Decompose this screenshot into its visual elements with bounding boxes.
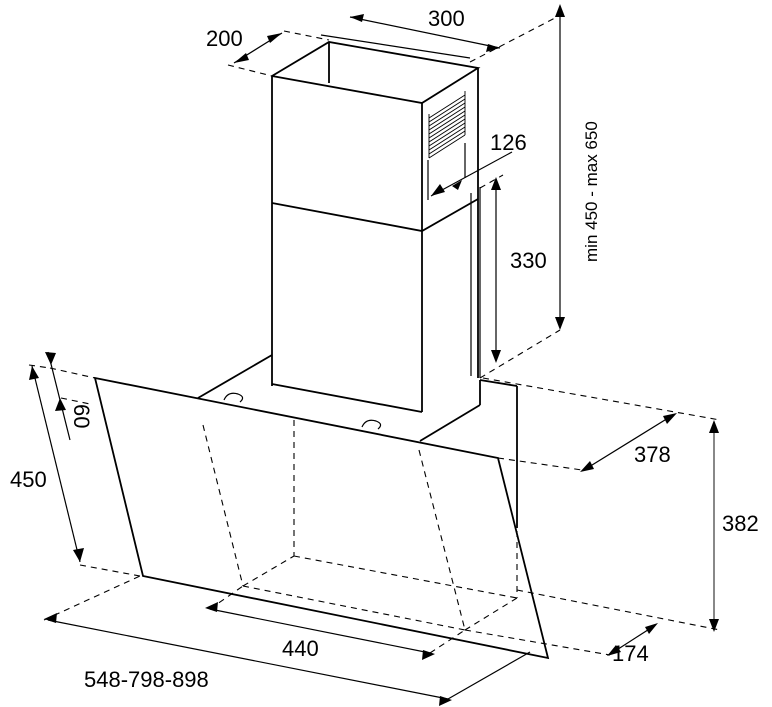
label-200: 200	[206, 26, 243, 51]
label-378: 378	[634, 442, 671, 467]
dimension-chimney-width: 300	[320, 6, 556, 63]
dimension-body-height: 382	[516, 420, 759, 632]
label-174: 174	[612, 641, 649, 666]
label-300: 300	[428, 6, 465, 31]
label-126: 126	[490, 130, 527, 155]
vent-grille-icon	[428, 91, 466, 159]
label-450: 450	[10, 467, 47, 492]
slot-right	[361, 419, 382, 430]
dimension-chimney-depth: 200	[206, 26, 330, 77]
dimension-overall-width: 548-798-898	[43, 575, 531, 706]
label-330: 330	[510, 248, 547, 273]
dimension-glass-offset: 60	[45, 351, 96, 441]
dimension-vent-offset: 126	[430, 130, 527, 197]
hood-body	[93, 354, 550, 660]
label-548-798-898: 548-798-898	[84, 667, 209, 692]
label-min-max: min 450 - max 650	[582, 121, 601, 262]
label-60: 60	[69, 404, 94, 428]
dimension-chimney-height-range: min 450 - max 650	[555, 4, 601, 330]
slot-left	[223, 392, 244, 403]
label-440: 440	[282, 636, 319, 661]
chimney	[271, 41, 481, 413]
dimension-glass-height: 450	[10, 364, 141, 577]
dimension-bottom-depth: 174	[464, 623, 658, 666]
dimension-body-depth: 378	[482, 377, 721, 472]
dimension-lower-chimney-height: 330	[479, 174, 561, 379]
dimension-body-width: 440	[205, 585, 466, 661]
label-382: 382	[722, 511, 759, 536]
